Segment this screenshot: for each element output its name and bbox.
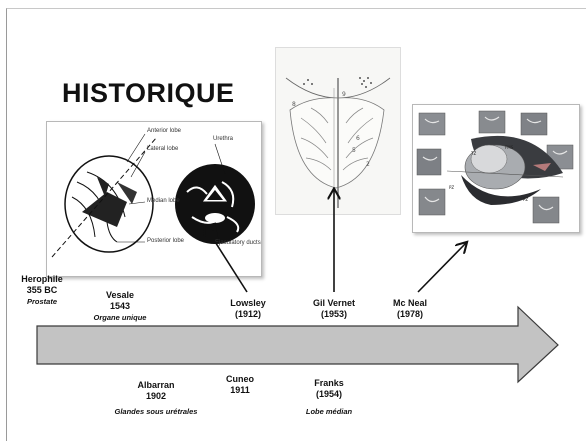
event-lowsley: Lowsley (1912) <box>216 298 280 320</box>
event-herophile-note: Prostate <box>10 296 74 307</box>
event-herophile-name: Herophile <box>10 274 74 285</box>
event-franks-name: Franks <box>294 378 364 389</box>
event-lowsley-name: Lowsley <box>216 298 280 309</box>
event-gil-vernet-date: (1953) <box>298 309 370 320</box>
event-cuneo-date: 1911 <box>210 385 270 396</box>
event-gil-vernet-name: Gil Vernet <box>298 298 370 309</box>
event-mcneal-date: (1978) <box>378 309 442 320</box>
event-gil-vernet: Gil Vernet (1953) <box>298 298 370 320</box>
event-lowsley-date: (1912) <box>216 309 280 320</box>
event-albarran: Albarran 1902 <box>118 380 194 402</box>
event-cuneo-name: Cuneo <box>210 374 270 385</box>
event-herophile-date: 355 BC <box>10 285 74 296</box>
pointer-arrow-mcneal <box>418 243 466 292</box>
event-herophile: Herophile 355 BC Prostate <box>10 274 74 307</box>
event-vesale: Vesale 1543 Organe unique <box>84 290 156 323</box>
event-albarran-note: Glandes sous urétrales <box>100 406 212 417</box>
event-vesale-date: 1543 <box>84 301 156 312</box>
event-mcneal-name: Mc Neal <box>378 298 442 309</box>
event-albarran-date: 1902 <box>118 391 194 402</box>
event-vesale-name: Vesale <box>84 290 156 301</box>
pointer-arrow-lowsley <box>205 226 247 292</box>
event-franks-date: (1954) <box>294 389 364 400</box>
event-cuneo: Cuneo 1911 <box>210 374 270 396</box>
event-mcneal: Mc Neal (1978) <box>378 298 442 320</box>
event-albarran-name: Albarran <box>118 380 194 391</box>
event-franks: Franks (1954) <box>294 378 364 400</box>
event-franks-note: Lobe médian <box>294 406 364 417</box>
event-vesale-note: Organe unique <box>84 312 156 323</box>
